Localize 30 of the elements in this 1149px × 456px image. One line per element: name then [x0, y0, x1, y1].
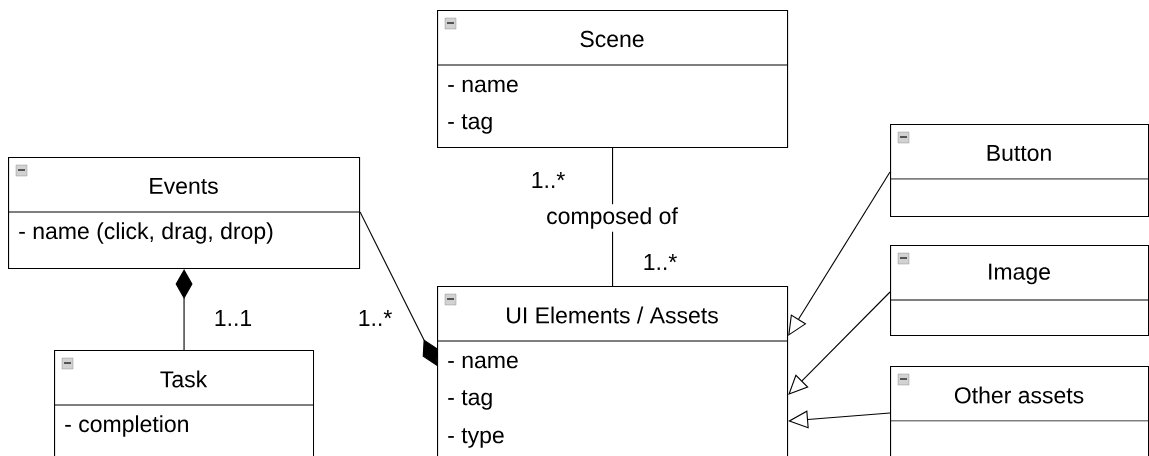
attribute-text: - name — [448, 355, 518, 369]
attribute-text: - name — [448, 79, 518, 93]
attribute-text: - name (click, drag, drop) — [19, 222, 273, 244]
edge-label: composed of — [543, 204, 681, 232]
class-box — [889, 124, 1149, 218]
attribute-text: - tag — [448, 114, 492, 134]
class-name: Button — [987, 145, 1051, 161]
composition-line — [359, 211, 438, 366]
class-box — [889, 245, 1149, 337]
class-box — [53, 350, 315, 456]
class-box — [436, 10, 789, 149]
attribute-text: - tag — [448, 390, 492, 410]
multiplicity-label: 1..1 — [215, 310, 252, 326]
composition-line — [175, 269, 193, 351]
generalization-arrow — [788, 171, 891, 336]
attribute-text: - completion — [65, 415, 188, 437]
class-name: UI Elements / Assets — [507, 306, 718, 324]
generalization-arrow — [788, 410, 891, 429]
class-name: Other assets — [954, 386, 1084, 404]
multiplicity-label: 1..* — [532, 172, 565, 188]
class-name: Task — [160, 370, 208, 388]
attribute-text: - type — [448, 428, 504, 448]
class-name: Image — [989, 263, 1050, 285]
class-box — [436, 286, 789, 456]
generalization-arrow — [788, 291, 891, 395]
class-box — [889, 366, 1149, 456]
class-box — [7, 157, 361, 270]
class-name: Scene — [580, 30, 644, 48]
multiplicity-label: 1..* — [359, 310, 392, 326]
class-name: Events — [150, 178, 218, 194]
